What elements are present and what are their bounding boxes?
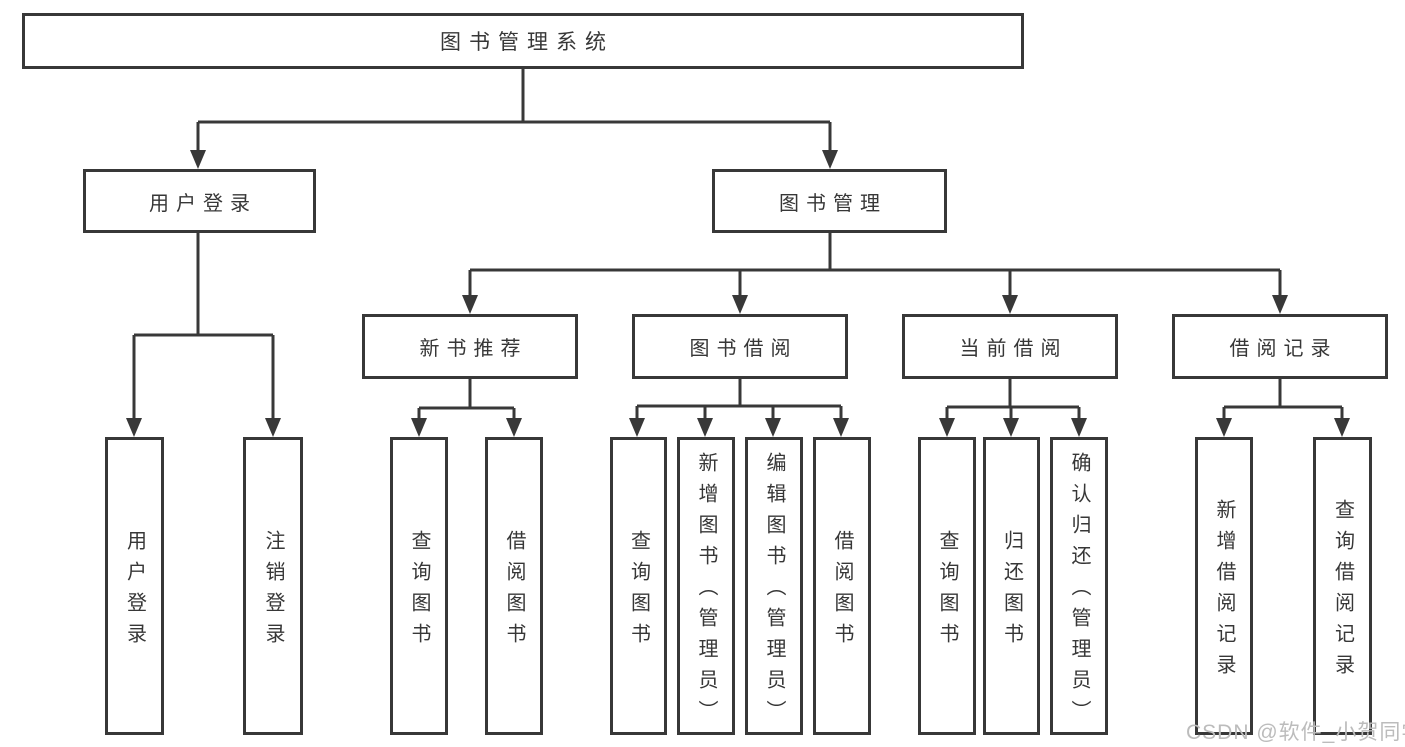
node-label: 用户登录 <box>149 192 257 215</box>
leaf-borrow-query-books: 查询图书 <box>610 437 667 735</box>
node-book-management: 图书管理 <box>712 169 947 233</box>
node-new-book-recommend: 新书推荐 <box>362 314 578 379</box>
leaf-label: 注销登录 <box>262 529 284 654</box>
leaf-label: 查询图书 <box>408 529 430 654</box>
leaf-current-return-books: 归还图书 <box>983 437 1040 735</box>
leaf-label: 确认归还（管理员） <box>1068 452 1090 731</box>
leaf-label: 查询图书 <box>627 529 650 654</box>
leaf-borrow-edit-books-admin: 编辑图书（管理员） <box>745 437 803 735</box>
node-current-borrowing: 当前借阅 <box>902 314 1118 379</box>
node-label: 图书管理 <box>779 192 887 215</box>
node-library-management-system: 图书管理系统 <box>22 13 1024 69</box>
leaf-label: 借阅图书 <box>503 529 525 654</box>
leaf-label: 查询图书 <box>936 529 958 654</box>
node-book-borrowing: 图书借阅 <box>632 314 848 379</box>
node-label: 新书推荐 <box>419 338 528 360</box>
leaf-recommend-query-books: 查询图书 <box>390 437 448 735</box>
node-label: 图书借阅 <box>689 338 798 360</box>
node-user-login: 用户登录 <box>83 169 316 233</box>
leaf-label: 用户登录 <box>123 529 146 654</box>
leaf-label: 借阅图书 <box>831 529 853 654</box>
leaf-logout-login: 注销登录 <box>243 437 303 735</box>
leaf-label: 归还图书 <box>1000 529 1023 654</box>
node-label: 借阅记录 <box>1229 338 1338 360</box>
csdn-watermark: CSDN @软件_小贺同学 <box>1186 721 1405 744</box>
leaf-label: 新增图书（管理员） <box>695 452 717 731</box>
leaf-label: 编辑图书（管理员） <box>763 452 785 731</box>
leaf-records-query-record: 查询借阅记录 <box>1313 437 1372 735</box>
leaf-user-login: 用户登录 <box>105 437 164 735</box>
node-borrowing-records: 借阅记录 <box>1172 314 1388 379</box>
leaf-records-add-record: 新增借阅记录 <box>1195 437 1253 735</box>
leaf-borrow-borrow-books: 借阅图书 <box>813 437 871 735</box>
node-label: 当前借阅 <box>959 338 1068 360</box>
node-label: 图书管理系统 <box>440 31 614 54</box>
leaf-label: 查询借阅记录 <box>1331 498 1354 685</box>
leaf-current-confirm-return-admin: 确认归还（管理员） <box>1050 437 1108 735</box>
leaf-current-query-books: 查询图书 <box>918 437 976 735</box>
arrowheads <box>126 150 1350 437</box>
leaf-borrow-add-books-admin: 新增图书（管理员） <box>677 437 735 735</box>
leaf-recommend-borrow-books: 借阅图书 <box>485 437 543 735</box>
leaf-label: 新增借阅记录 <box>1213 498 1235 685</box>
